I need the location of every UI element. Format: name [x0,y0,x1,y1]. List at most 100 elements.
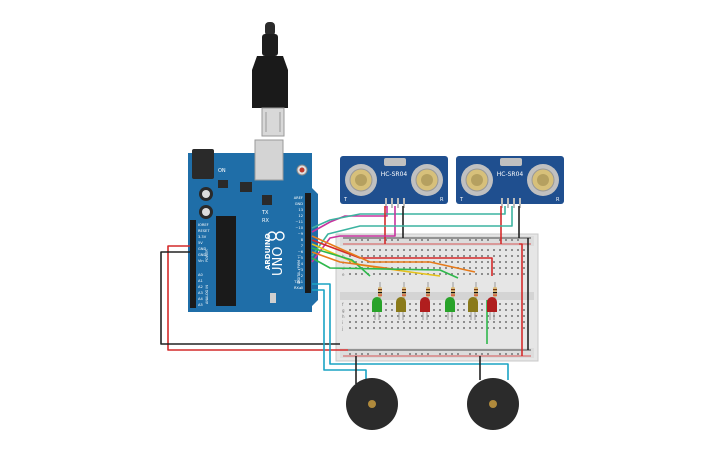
rail-hole [505,239,507,241]
rail-hole [385,239,387,241]
breadboard-hole [421,327,423,329]
breadboard-hole [463,249,465,251]
wire-cyan-buzzer2 [312,283,509,380]
breadboard-hole [475,321,477,323]
breadboard-hole [523,309,525,311]
breadboard-hole [469,273,471,275]
breadboard-hole [403,321,405,323]
breadboard-hole [397,249,399,251]
breadboard-hole [361,261,363,263]
breadboard-hole [457,315,459,317]
breadboard-hole [505,273,507,275]
analog-pin-label: A0 [198,273,203,277]
breadboard-hole [373,249,375,251]
breadboard-hole [511,249,513,251]
breadboard-hole [457,327,459,329]
reset-button[interactable] [299,167,305,173]
power-section-label: POWER [205,249,209,262]
row-label: g [342,308,345,313]
breadboard-hole [463,255,465,257]
breadboard-hole [415,255,417,257]
breadboard-hole [349,321,351,323]
breadboard-hole [409,255,411,257]
breadboard-hole [349,327,351,329]
rx-label: RX [262,218,269,224]
breadboard-hole [487,267,489,269]
breadboard-hole [439,303,441,305]
breadboard-hole [463,309,465,311]
breadboard-hole [415,303,417,305]
breadboard-hole [457,303,459,305]
breadboard-hole [439,261,441,263]
breadboard-hole [397,255,399,257]
breadboard-hole [409,249,411,251]
breadboard-hole [433,303,435,305]
rail-hole [409,239,411,241]
rail-hole [397,239,399,241]
breadboard-hole [457,255,459,257]
breadboard-hole [355,321,357,323]
breadboard-hole [517,249,519,251]
breadboard-hole [403,315,405,317]
breadboard-hole [523,303,525,305]
sensor-1-t-mark: T [343,197,348,203]
breadboard-hole [451,321,453,323]
breadboard-hole [349,273,351,275]
led-yellow [396,282,406,320]
breadboard-hole [517,327,519,329]
rail-hole [481,353,483,355]
breadboard-hole [403,327,405,329]
breadboard-hole [487,327,489,329]
sensor-2-model: HC-SR04 [497,171,524,178]
breadboard-hole [523,321,525,323]
breadboard-hole [355,315,357,317]
wire-black-gnd [160,251,340,345]
breadboard-hole [397,327,399,329]
breadboard-hole [397,273,399,275]
breadboard-hole [523,315,525,317]
breadboard-hole [415,273,417,275]
sensor-1-r-mark: R [440,197,444,203]
rail-hole [409,353,411,355]
breadboard-hole [499,267,501,269]
breadboard-hole [523,249,525,251]
row-label: i [342,320,343,325]
breadboard-hole [487,249,489,251]
breadboard-hole [499,303,501,305]
breadboard-hole [469,267,471,269]
led-body [468,297,478,312]
power-pin-label: RESET [198,229,210,233]
breadboard-hole [361,315,363,317]
breadboard-hole [415,327,417,329]
rail-hole [355,353,357,355]
breadboard-hole [415,321,417,323]
breadboard-hole [439,255,441,257]
digital-pin-label: RX◂0 [294,286,304,290]
wire-cyan-buzzer1 [312,289,367,386]
breadboard-hole [433,249,435,251]
breadboard-hole [373,273,375,275]
rail-hole [475,353,477,355]
breadboard-hole [505,249,507,251]
breadboard-hole [427,267,429,269]
breadboard-hole [349,303,351,305]
rail-hole [379,353,381,355]
breadboard-hole [391,273,393,275]
brand-label: ARDUINO [264,233,272,270]
rail-hole [367,353,369,355]
led-body [420,297,430,312]
digital-pin-label: 12 [298,214,303,218]
rail-hole [397,353,399,355]
led-green [445,282,455,320]
breadboard-hole [409,315,411,317]
breadboard-hole [445,267,447,269]
tx-label: TX [261,210,269,216]
breadboard-hole [379,315,381,317]
rail-hole [451,353,453,355]
breadboard-hole [409,309,411,311]
breadboard-hole [421,315,423,317]
breadboard-hole [379,321,381,323]
arduino-uno-board: ON TX RX ARDUINO UNO DIGITAL (PWM ~) POW… [188,139,318,312]
breadboard-hole [493,249,495,251]
